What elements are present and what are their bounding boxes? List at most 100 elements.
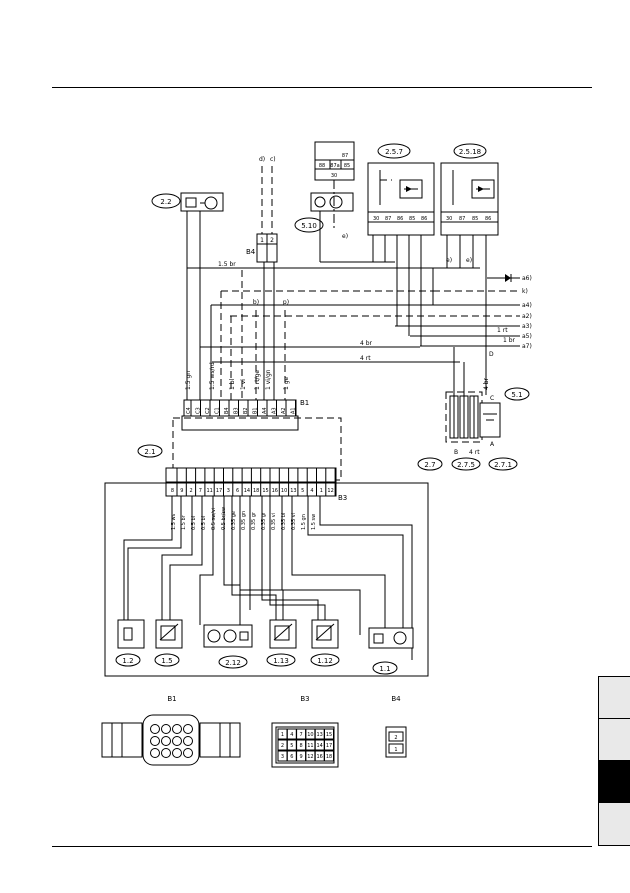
- b3-cell-label: 10: [307, 732, 313, 738]
- svg-text:1: 1: [394, 747, 397, 753]
- component-5-10: 5.10: [294, 192, 354, 233]
- svg-text:2.5.18: 2.5.18: [459, 148, 481, 156]
- b3-wire-label: 0.35 gr: [261, 511, 267, 530]
- svg-text:b): b): [253, 299, 259, 306]
- b3-pin-label: 12: [327, 488, 333, 494]
- b1-connector-face: [101, 714, 241, 766]
- b1-socket: [150, 748, 160, 758]
- relay-2-5-18: 2.5.18 30 87 85 86: [440, 143, 499, 236]
- b1-socket: [183, 724, 193, 734]
- section-tab-4[interactable]: [598, 802, 630, 846]
- b3-cell-label: 9: [300, 754, 303, 760]
- svg-text:1.5 gn: 1.5 gn: [185, 371, 192, 390]
- b3-cell-label: 3: [281, 754, 284, 760]
- svg-text:B4: B4: [391, 695, 401, 703]
- svg-text:B1: B1: [167, 695, 176, 703]
- svg-text:85: 85: [344, 163, 350, 169]
- sensor-1-2: 1.2: [115, 619, 145, 667]
- svg-text:2: 2: [270, 237, 274, 244]
- b3-pin-label: 15: [262, 488, 268, 494]
- svg-text:4 br: 4 br: [360, 340, 373, 347]
- svg-text:a6): a6): [522, 275, 532, 282]
- sensor-1-5: 1.5: [154, 619, 183, 667]
- b3-pin-label: 7: [199, 488, 202, 494]
- svg-text:2: 2: [394, 735, 397, 741]
- svg-text:1.1: 1.1: [379, 665, 390, 673]
- svg-text:1: 1: [260, 237, 264, 244]
- b1-socket: [161, 748, 171, 758]
- b3-cell: [324, 750, 334, 762]
- b4-connector-face: 2 1: [385, 726, 407, 758]
- b3-wire-label: 1.5 gn: [301, 514, 307, 530]
- b1-socket: [172, 736, 182, 746]
- svg-text:p): p): [283, 299, 289, 306]
- svg-text:e): e): [446, 257, 452, 264]
- svg-text:30: 30: [373, 216, 379, 222]
- b3-cell-label: 11: [307, 743, 313, 749]
- b3-cell-label: 13: [317, 732, 323, 738]
- b3-wire-label: 0.35 vi: [271, 513, 277, 530]
- b1-socket: [183, 748, 193, 758]
- b1-socket: [161, 736, 171, 746]
- svg-text:87: 87: [342, 153, 348, 159]
- svg-text:85: 85: [472, 216, 478, 222]
- b3-wire-label: 0.5 bl: [191, 516, 197, 530]
- svg-text:k): k): [522, 288, 528, 295]
- svg-text:1 vi: 1 vi: [240, 379, 247, 390]
- b1-pin-label: C4: [186, 407, 192, 414]
- relay-2-5-7: 2.5.7 30 87 86 85 86: [367, 143, 435, 236]
- b3-pin-label: 10: [281, 488, 287, 494]
- b1-pin-label: C1: [215, 407, 221, 414]
- svg-text:e): e): [342, 233, 348, 240]
- b3-pin-label: 1: [320, 488, 323, 494]
- b3-cell-label: 8: [300, 743, 303, 749]
- b1-pin-label: B4: [224, 407, 230, 414]
- b1-socket: [150, 736, 160, 746]
- svg-text:2.5.7: 2.5.7: [385, 148, 403, 156]
- svg-text:2.7: 2.7: [424, 461, 435, 469]
- svg-text:5.1: 5.1: [511, 391, 522, 399]
- section-tab-2[interactable]: [598, 718, 630, 762]
- b1-pin-label: C3: [196, 407, 202, 414]
- b3-pin-label: 18: [253, 488, 259, 494]
- svg-text:a7): a7): [522, 343, 532, 350]
- b1-socket: [183, 736, 193, 746]
- svg-text:e): e): [466, 257, 472, 264]
- svg-text:4 rt: 4 rt: [360, 355, 371, 362]
- svg-text:2.7.1: 2.7.1: [494, 461, 512, 469]
- b3-cell-label: 1: [281, 732, 284, 738]
- b3-cell-label: 6: [290, 754, 293, 760]
- svg-text:1 vi/gn: 1 vi/gn: [265, 369, 272, 390]
- component-2-12: 2.12: [203, 624, 253, 669]
- b3-wire-label: 1.5 ws: [171, 513, 177, 530]
- b3-wire-label: 0.5 sw/vi: [211, 508, 217, 530]
- b3-cell-label: 4: [290, 732, 293, 738]
- fuse-block: B 4 rt 4 br C A 5.1 2.7 2.7.5 2.7.1: [417, 347, 530, 471]
- b3-cell-label: 17: [326, 743, 332, 749]
- b3-pin-label: 8: [171, 488, 174, 494]
- svg-text:1.5 br: 1.5 br: [218, 261, 236, 268]
- svg-text:a2): a2): [522, 313, 532, 320]
- svg-text:1.5 ws/rd: 1.5 ws/rd: [209, 362, 216, 390]
- b3-cell-label: 15: [326, 732, 332, 738]
- header-rule: [52, 87, 592, 88]
- b1-pin-label: B3: [234, 407, 240, 414]
- b1-pin-label: A2: [281, 407, 287, 414]
- svg-text:1 rt/ge: 1 rt/ge: [254, 370, 261, 390]
- b1-pin-label: B1: [253, 407, 259, 414]
- section-tab-3[interactable]: [598, 760, 630, 804]
- svg-text:4 br: 4 br: [483, 377, 490, 390]
- b3-cell-label: 2: [281, 743, 284, 749]
- b1-socket: [172, 724, 182, 734]
- sensor-1-12: 1.12: [310, 619, 340, 667]
- b3-pin-label: 13: [290, 488, 296, 494]
- b3-pin-label: 9: [180, 488, 183, 494]
- b3-wires: [123, 496, 413, 660]
- label-2-2: 2.2: [160, 198, 171, 206]
- svg-text:5.10: 5.10: [301, 222, 317, 230]
- sensor-1-1: 1.1: [368, 627, 414, 675]
- sensor-area-box: [104, 482, 429, 677]
- svg-text:1 bl: 1 bl: [229, 378, 236, 390]
- b3-pin-label: 6: [236, 488, 239, 494]
